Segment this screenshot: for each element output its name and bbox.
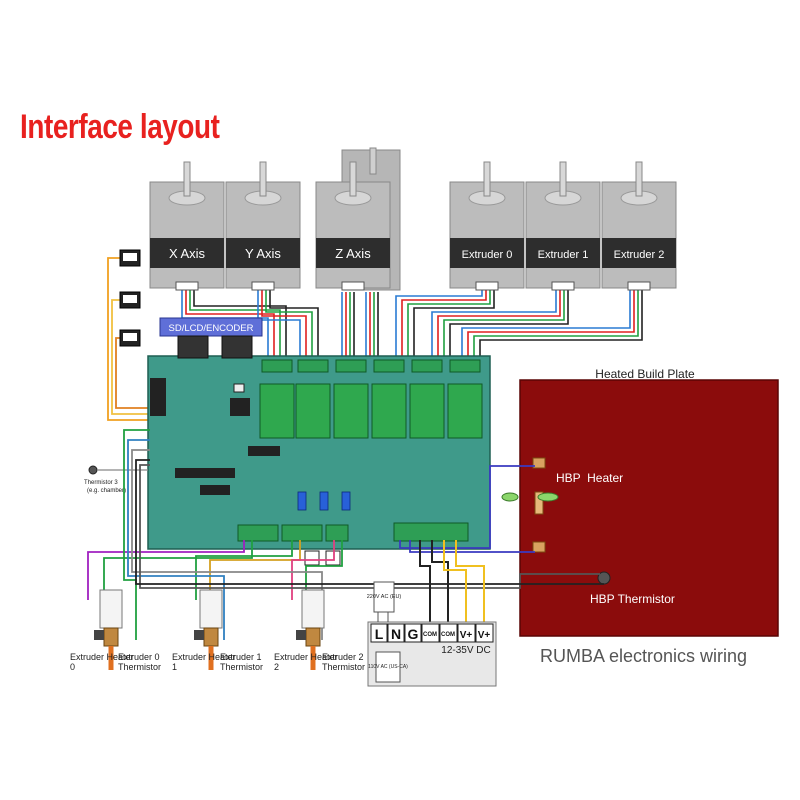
motor-band — [226, 238, 300, 268]
ac-220-label: 220V AC (EU) — [367, 594, 402, 600]
extruder-2-motor: Extruder 2 — [601, 161, 677, 291]
x-axis-label: X Axis — [169, 246, 206, 261]
power-supply: 220V AC (EU) L N G COM COM V+ V+ 12-35V … — [367, 581, 497, 687]
aux-chip — [233, 383, 245, 393]
motor-terminal-blocks — [261, 359, 481, 373]
sd-lcd-encoder-label-box — [159, 317, 263, 337]
lcd-header-1 — [177, 335, 209, 359]
stepper-driver-sockets — [259, 383, 483, 439]
jumpers — [297, 491, 351, 511]
z-axis-label: Z Axis — [335, 246, 371, 261]
rumba-board: SD/LCD/ENCODER — [147, 317, 491, 566]
z-axis-motor: Z Axis — [315, 161, 391, 291]
motor-connector — [551, 281, 575, 291]
terminal-L: L — [375, 626, 384, 642]
motor-band — [526, 238, 600, 268]
aux-header-4 — [230, 398, 250, 416]
endstop-wires — [107, 257, 150, 421]
hotend-2 — [296, 589, 325, 670]
lcd-header-2 — [221, 335, 253, 359]
motor-band — [450, 238, 524, 268]
motor-connector — [251, 281, 275, 291]
motor-shaft — [559, 161, 567, 197]
terminal-vplus-1: V+ — [460, 630, 473, 641]
aux-header-3 — [248, 446, 280, 456]
power-terminal-block — [393, 522, 469, 542]
motor-wires — [181, 288, 643, 362]
bed-connector-bottom — [532, 541, 546, 553]
bed-resistor — [534, 491, 544, 515]
aux-header-1 — [175, 468, 235, 478]
hotend-1 — [194, 589, 223, 670]
extruder-2-label: Extruder 2 — [614, 249, 665, 261]
thermistor-3: Thermistor 3 (e.g. chamber) — [84, 465, 148, 494]
extruder-1-motor: Extruder 1 — [525, 161, 601, 291]
ac-switch — [373, 581, 395, 613]
motor-shaft — [349, 161, 357, 197]
thermistor-3-note: (e.g. chamber) — [87, 488, 126, 494]
fan-connector-2 — [325, 550, 341, 566]
y-axis-label: Y Axis — [245, 246, 281, 261]
x-axis-motor: X Axis — [149, 161, 225, 291]
bed-heater-label: HBP Heater — [556, 471, 623, 485]
bed-title: Heated Build Plate — [595, 367, 695, 381]
terminal-com-1: COM — [423, 632, 437, 638]
motor-shaft — [635, 161, 643, 197]
bed-connector-top — [532, 457, 546, 469]
diagram-caption: RUMBA electronics wiring — [540, 646, 747, 666]
aux-header-2 — [200, 485, 230, 495]
motor-band — [602, 238, 676, 268]
motor-shaft — [483, 161, 491, 197]
motor-connector — [475, 281, 499, 291]
y-axis-motor: Y Axis — [225, 161, 301, 291]
endstop-header — [150, 378, 166, 416]
bed-thermistor-label: HBP Thermistor — [590, 592, 675, 606]
terminal-vplus-2: V+ — [478, 630, 491, 641]
sd-lcd-encoder-label: SD/LCD/ENCODER — [169, 323, 254, 334]
stepper-motors: X Axis Y Axis Z Axis Extruder 0 Extruder 1 Ex… — [149, 147, 677, 291]
motor-shaft — [259, 161, 267, 197]
motor-band — [316, 238, 390, 268]
dc-voltage-label: 12-35V DC — [441, 645, 490, 656]
motor-connector — [175, 281, 199, 291]
fan-connector-1 — [304, 550, 320, 566]
terminal-com-2: COM — [441, 632, 455, 638]
motor-connector — [341, 281, 365, 291]
bed-led — [537, 492, 559, 502]
motor-band — [150, 238, 224, 268]
terminal-G: G — [408, 626, 419, 642]
motor-connector — [627, 281, 651, 291]
bed-led-left — [501, 492, 519, 502]
heater-wires — [87, 429, 604, 640]
power-wires — [419, 540, 485, 624]
thermistor-3-label: Thermistor 3 — [84, 480, 118, 486]
terminal-N: N — [391, 626, 401, 642]
extruder-0-motor: Extruder 0 — [449, 161, 525, 291]
ac-110-switch — [375, 651, 401, 683]
extruder-0-label: Extruder 0 — [462, 249, 513, 261]
ac-110-label: 110V AC (US-CA) — [368, 664, 408, 670]
motor-shaft — [183, 161, 191, 197]
heated-build-plate: Heated Build Plate HBP Heater HBP Thermi… — [501, 367, 779, 637]
power-terminals — [370, 623, 494, 643]
page-title: Interface layout — [20, 108, 220, 146]
bottom-terminal-blocks — [237, 524, 349, 542]
hotend-0 — [94, 589, 123, 670]
endstop-switches — [119, 249, 141, 347]
extruder-1-label: Extruder 1 — [538, 249, 589, 261]
